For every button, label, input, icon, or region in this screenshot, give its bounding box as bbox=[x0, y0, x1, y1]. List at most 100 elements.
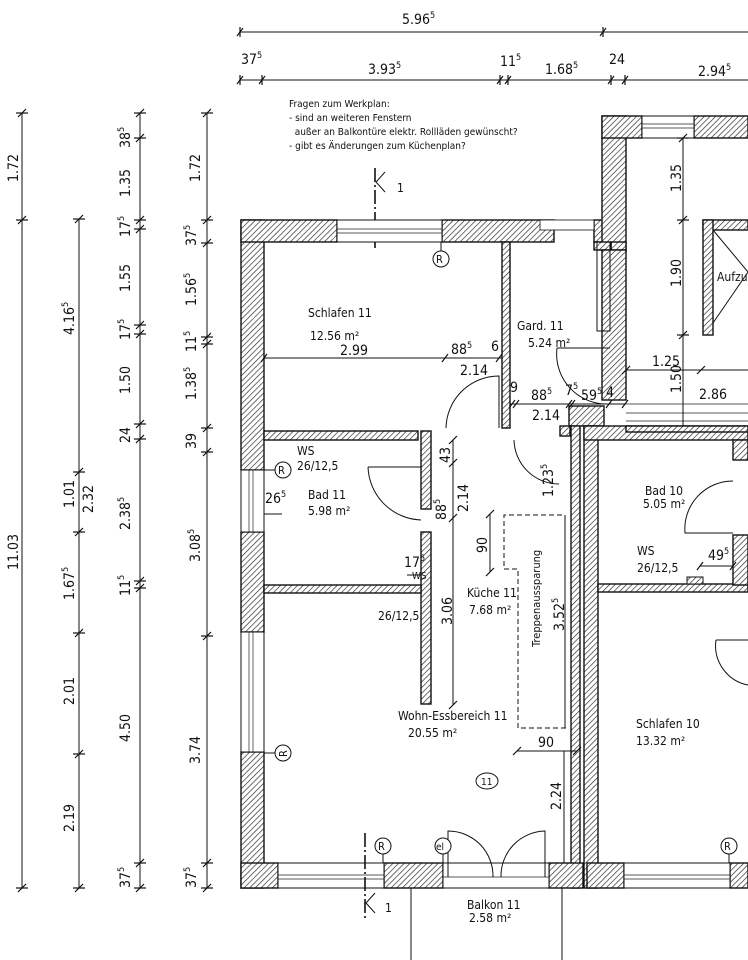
room-name: Bad 11 bbox=[308, 488, 346, 502]
dim-left: 3.085 bbox=[187, 529, 204, 562]
dim-stair: 2.86 bbox=[699, 387, 727, 403]
rollladen-symbol: R bbox=[374, 837, 392, 863]
svg-text:R: R bbox=[378, 840, 385, 853]
electric-symbol: el bbox=[434, 837, 452, 863]
dim-inner: 595 bbox=[581, 387, 602, 404]
wall bbox=[240, 219, 265, 471]
svg-text:1: 1 bbox=[385, 901, 392, 915]
stair-opening-label: Treppenaussparung bbox=[530, 550, 543, 648]
dim-left: 375 bbox=[183, 867, 200, 888]
room-name: Balkon 11 bbox=[467, 898, 520, 912]
dim-stair: 1.25 bbox=[652, 354, 680, 370]
svg-text:R: R bbox=[278, 464, 285, 477]
dim-top-segment: 375 bbox=[241, 51, 262, 68]
walls bbox=[240, 115, 748, 889]
dim-left: 1.35 bbox=[118, 169, 134, 197]
dim-left: 3.74 bbox=[188, 736, 204, 764]
dim-left: 1.72 bbox=[6, 154, 22, 182]
dim-inner: 9 bbox=[510, 380, 518, 396]
dim-inner: 90 bbox=[538, 735, 554, 751]
wall bbox=[732, 439, 748, 461]
dim-inner: 885 bbox=[433, 499, 450, 520]
wall bbox=[702, 219, 714, 336]
balcony-door-right bbox=[500, 830, 546, 878]
doors bbox=[367, 347, 748, 878]
section-marker-bottom: 1 bbox=[364, 833, 392, 918]
wall bbox=[501, 241, 511, 429]
room-name: Schlafen 11 bbox=[308, 306, 372, 320]
dim-stair: 1.90 bbox=[669, 259, 685, 287]
dim-left: 175 bbox=[117, 319, 134, 340]
wall bbox=[601, 249, 627, 401]
room-area: 5.98 m² bbox=[308, 504, 350, 518]
room-name: Gard. 11 bbox=[517, 319, 564, 333]
wall bbox=[559, 425, 571, 437]
notes-line: - sind an weiteren Fenstern bbox=[289, 113, 412, 124]
dim-inner: 495 bbox=[708, 547, 729, 564]
rollladen-symbol: R bbox=[432, 242, 450, 268]
wall bbox=[568, 405, 605, 427]
dim-left: 4.165 bbox=[61, 302, 78, 335]
dim-inner: 3.06 bbox=[440, 597, 456, 625]
wall bbox=[420, 430, 432, 510]
stair-dimensions bbox=[621, 133, 748, 426]
dim-top-segment: 2.945 bbox=[698, 63, 731, 80]
dim-left: 115 bbox=[117, 575, 134, 596]
windows bbox=[240, 115, 731, 889]
dim-top-segment: 3.935 bbox=[368, 61, 401, 78]
dim-inner: 2.99 bbox=[340, 343, 368, 359]
room-name: Küche 11 bbox=[467, 586, 517, 600]
rollladen-symbol: R bbox=[264, 461, 292, 479]
dim-overall-width: 5.965 bbox=[402, 11, 435, 28]
wall bbox=[597, 583, 748, 593]
notes-line: außer an Balkontüre elektr. Rollläden ge… bbox=[289, 127, 518, 138]
notes-line: - gibt es Änderungen zum Küchenplan? bbox=[289, 139, 466, 152]
wall bbox=[601, 115, 643, 139]
wall bbox=[586, 862, 625, 889]
ws-shaft bbox=[686, 576, 704, 585]
room-area: 7.68 m² bbox=[469, 603, 511, 617]
room-label-aufzug: Aufzug bbox=[717, 270, 748, 284]
dim-left: 1.565 bbox=[183, 273, 200, 306]
ws-label: WS bbox=[297, 444, 315, 458]
schlafen-dim-line bbox=[260, 353, 503, 363]
door-swing bbox=[556, 347, 609, 405]
wall bbox=[610, 241, 627, 251]
dim-inner: 175 bbox=[404, 554, 425, 571]
ws-label: WS bbox=[637, 544, 655, 558]
dim-inner: 90 bbox=[475, 537, 491, 553]
dim-inner: 6 bbox=[491, 339, 499, 355]
dim-left: 115 bbox=[183, 331, 200, 352]
wall bbox=[729, 862, 748, 889]
dim-inner: 75 bbox=[565, 382, 578, 399]
svg-text:R: R bbox=[277, 750, 290, 757]
door-swing bbox=[715, 639, 748, 686]
wall bbox=[263, 584, 422, 594]
dim-top-segment: 1.685 bbox=[545, 61, 578, 78]
door-swing bbox=[445, 375, 500, 429]
wall bbox=[441, 219, 555, 243]
svg-text:el: el bbox=[436, 842, 444, 853]
wall bbox=[240, 219, 338, 243]
left-dimension-lines bbox=[16, 108, 213, 893]
wall bbox=[240, 862, 279, 889]
apartment-number-symbol: 11 bbox=[475, 772, 499, 790]
dim-left: 175 bbox=[117, 216, 134, 237]
dim-left: 2.01 bbox=[62, 677, 78, 705]
dim-inner: 885 bbox=[531, 387, 552, 404]
door-swing bbox=[684, 480, 734, 534]
ws-size: 26/12,5 bbox=[378, 609, 419, 623]
dim-left: 375 bbox=[117, 867, 134, 888]
dim-inner: 2.24 bbox=[549, 782, 565, 810]
dim-top-segment: 24 bbox=[609, 52, 625, 68]
gard-dim-line bbox=[508, 399, 629, 409]
dim-left-overall: 11.03 bbox=[6, 534, 22, 570]
dim-inner: 3.525 bbox=[551, 598, 568, 631]
stair-opening-outline bbox=[503, 514, 566, 729]
dim-inner: 885 bbox=[451, 341, 472, 358]
dim-left: 24 bbox=[118, 427, 134, 443]
dim-inner: 4 bbox=[606, 385, 614, 401]
dim-left: 1.55 bbox=[118, 264, 134, 292]
ws-size: 26/12,5 bbox=[637, 561, 678, 575]
